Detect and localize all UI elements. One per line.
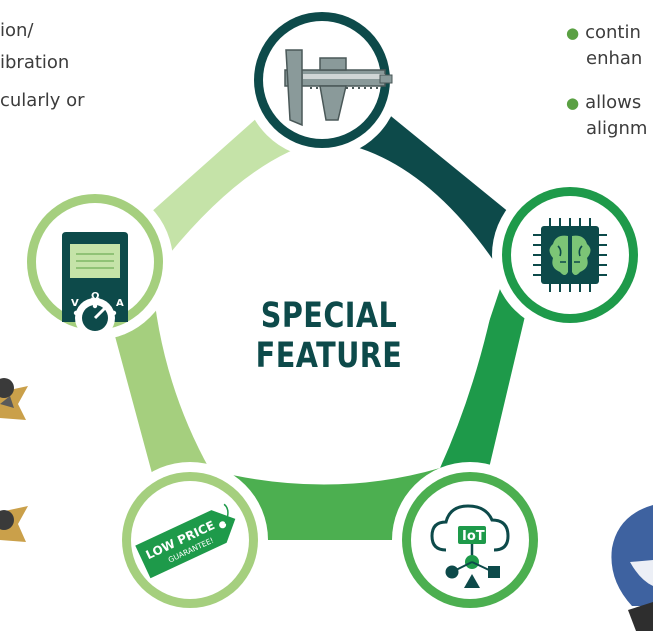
- node-ai-chip: [492, 177, 648, 333]
- right-bullet-1-cont: enhan: [586, 48, 643, 69]
- center-title-line-1: SPECIAL: [260, 296, 398, 336]
- left-text-line-1: ion/: [0, 20, 34, 41]
- left-partial-illustration-1: [0, 378, 28, 420]
- node-multimeter: V Ω A: [17, 184, 173, 340]
- multimeter-label-v: V: [71, 298, 79, 309]
- left-text-line-2: ibration: [0, 52, 70, 73]
- caliper-icon: [284, 49, 393, 127]
- iot-label: IoT: [462, 529, 485, 544]
- center-title: SPECIAL FEATURE: [251, 296, 407, 376]
- right-bullet-2-cont: alignm: [586, 118, 648, 139]
- iot-cloud-icon: IoT: [430, 504, 510, 588]
- multimeter-icon: V Ω A: [62, 232, 128, 338]
- ai-chip-icon: [533, 218, 607, 292]
- node-iot: IoT: [392, 462, 548, 618]
- multimeter-label-ohm: Ω: [91, 291, 100, 302]
- left-partial-illustration-2: [0, 506, 28, 542]
- ring-inner-area: [152, 140, 500, 485]
- right-partial-person: [611, 505, 653, 631]
- right-bullet-2: ● allows: [566, 94, 641, 112]
- center-title-line-2: FEATURE: [255, 336, 403, 376]
- bullet-dot-icon: ●: [566, 24, 580, 42]
- multimeter-label-a: A: [116, 298, 124, 309]
- node-caliper: [244, 2, 400, 158]
- right-bullet-1-line-1: contin: [585, 22, 641, 43]
- right-bullet-2-line-1: allows: [585, 92, 642, 113]
- right-bullet-1: ● contin: [566, 24, 641, 42]
- left-text-line-3: cularly or: [0, 90, 85, 111]
- node-price-tag: LOW PRICE GUARANTEE!: [112, 462, 268, 618]
- bullet-dot-icon: ●: [566, 94, 580, 112]
